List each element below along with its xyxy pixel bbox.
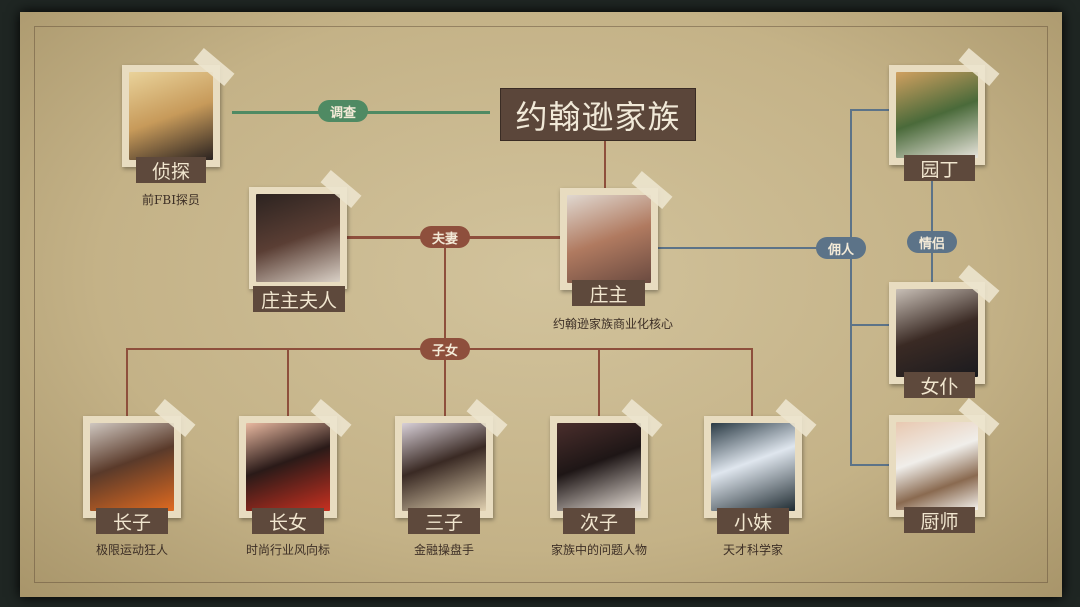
detective-name: 侦探 xyxy=(136,157,206,183)
second-son-portrait xyxy=(557,423,641,511)
title-connector xyxy=(604,141,606,189)
relation-children: 子女 xyxy=(420,338,470,360)
wife-card[interactable] xyxy=(249,170,362,289)
master-portrait xyxy=(567,195,651,283)
relation-servants: 佣人 xyxy=(816,237,866,259)
servant-line xyxy=(658,247,818,249)
branch xyxy=(126,348,128,416)
maid-card[interactable] xyxy=(889,265,1000,384)
gardener-card[interactable] xyxy=(889,48,1000,165)
master-card[interactable] xyxy=(560,171,673,290)
third-son-name: 三子 xyxy=(408,508,480,534)
eldest-daughter-desc: 时尚行业风向标 xyxy=(245,543,330,557)
branch xyxy=(850,464,890,466)
branch xyxy=(598,348,600,416)
maid-name: 女仆 xyxy=(904,372,975,398)
branch xyxy=(850,324,890,326)
master-name: 庄主 xyxy=(572,280,645,306)
detective-card[interactable] xyxy=(122,48,235,167)
chef-portrait xyxy=(896,422,978,510)
children-stem xyxy=(444,248,446,349)
wife-portrait xyxy=(256,194,340,282)
eldest-son-portrait xyxy=(90,423,174,511)
relation-investigate: 调查 xyxy=(318,100,368,122)
detective-portrait xyxy=(129,72,213,160)
eldest-son-desc: 极限运动狂人 xyxy=(95,543,168,557)
eldest-daughter-portrait xyxy=(246,423,330,511)
youngest-sister-card[interactable] xyxy=(704,399,817,518)
wife-name: 庄主夫人 xyxy=(253,286,345,312)
youngest-sister-name: 小妹 xyxy=(717,508,789,534)
youngest-sister-desc: 天才科学家 xyxy=(722,543,783,557)
master-desc: 约翰逊家族商业化核心 xyxy=(552,317,673,331)
relation-lovers: 情侣 xyxy=(907,231,957,253)
youngest-sister-portrait xyxy=(711,423,795,511)
branch xyxy=(287,348,289,416)
gardener-name: 园丁 xyxy=(904,155,975,181)
chef-name: 厨师 xyxy=(904,507,975,533)
second-son-desc: 家族中的问题人物 xyxy=(550,543,647,557)
servant-trunk xyxy=(850,109,852,466)
third-son-portrait xyxy=(402,423,486,511)
third-son-card[interactable] xyxy=(395,399,508,518)
branch xyxy=(751,348,753,416)
detective-desc: 前FBI探员 xyxy=(142,193,200,207)
second-son-name: 次子 xyxy=(563,508,635,534)
chef-card[interactable] xyxy=(889,398,1000,517)
gardener-portrait xyxy=(896,72,978,158)
second-son-card[interactable] xyxy=(550,399,663,518)
maid-portrait xyxy=(896,289,978,377)
eldest-daughter-name: 长女 xyxy=(252,508,324,534)
family-title: 约翰逊家族 xyxy=(500,88,696,141)
eldest-daughter-card[interactable] xyxy=(239,399,352,518)
third-son-desc: 金融操盘手 xyxy=(413,543,474,557)
branch xyxy=(850,109,890,111)
eldest-son-name: 长子 xyxy=(96,508,168,534)
relation-spouse: 夫妻 xyxy=(420,226,470,248)
eldest-son-card[interactable] xyxy=(83,399,196,518)
branch xyxy=(444,348,446,416)
